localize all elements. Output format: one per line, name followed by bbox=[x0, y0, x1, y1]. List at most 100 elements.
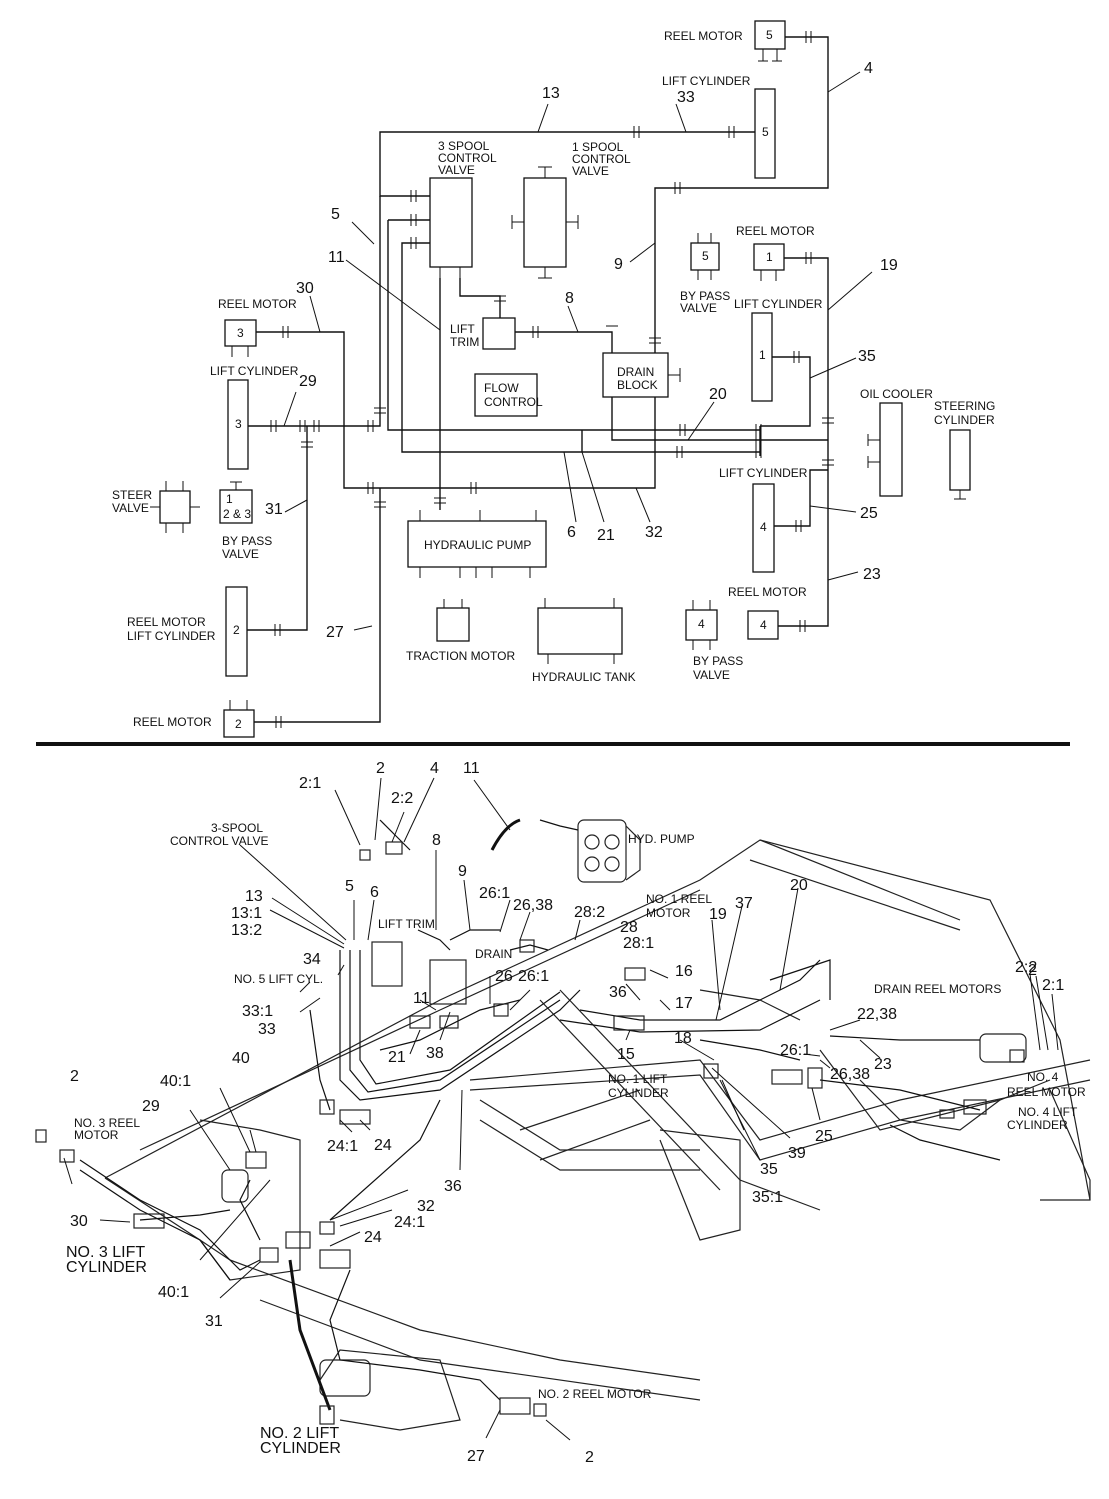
svg-text:FLOW: FLOW bbox=[484, 381, 519, 395]
svg-text:VALVE: VALVE bbox=[222, 547, 259, 561]
svg-text:32: 32 bbox=[417, 1198, 435, 1215]
svg-text:30: 30 bbox=[70, 1213, 88, 1230]
svg-text:TRACTION MOTOR: TRACTION MOTOR bbox=[406, 649, 515, 663]
svg-text:4: 4 bbox=[698, 617, 705, 631]
svg-text:MOTOR: MOTOR bbox=[646, 906, 691, 920]
svg-text:STEERING: STEERING bbox=[934, 399, 995, 413]
svg-text:25: 25 bbox=[815, 1128, 833, 1145]
svg-text:37: 37 bbox=[735, 895, 753, 912]
svg-text:15: 15 bbox=[617, 1046, 635, 1063]
hyd-pump-illustration bbox=[577, 819, 641, 883]
lift-cylinder-1: LIFT CYLINDER 1 bbox=[734, 297, 823, 402]
svg-text:21: 21 bbox=[388, 1049, 406, 1066]
svg-text:REEL MOTOR: REEL MOTOR bbox=[728, 585, 807, 599]
svg-text:1: 1 bbox=[759, 348, 766, 362]
svg-text:CYLINDER: CYLINDER bbox=[1007, 1118, 1068, 1132]
svg-text:NO. 2 REEL MOTOR: NO. 2 REEL MOTOR bbox=[538, 1387, 652, 1401]
svg-text:28: 28 bbox=[620, 919, 638, 936]
svg-text:17: 17 bbox=[675, 995, 693, 1012]
svg-text:3-SPOOL: 3-SPOOL bbox=[211, 821, 263, 835]
svg-text:MOTOR: MOTOR bbox=[74, 1128, 119, 1142]
reel-motor-4: REEL MOTOR 4 bbox=[728, 585, 807, 640]
svg-text:11: 11 bbox=[328, 249, 345, 266]
svg-text:2: 2 bbox=[1028, 962, 1037, 979]
svg-text:1: 1 bbox=[226, 492, 233, 506]
svg-text:REEL MOTOR: REEL MOTOR bbox=[736, 224, 815, 238]
reel-motor-2: REEL MOTOR 2 bbox=[133, 700, 255, 738]
svg-text:11: 11 bbox=[463, 760, 480, 777]
svg-text:VALVE: VALVE bbox=[572, 164, 609, 178]
svg-text:LIFT CYLINDER: LIFT CYLINDER bbox=[734, 297, 823, 311]
svg-text:40: 40 bbox=[232, 1050, 250, 1067]
svg-text:35: 35 bbox=[760, 1161, 778, 1178]
svg-text:BLOCK: BLOCK bbox=[617, 378, 658, 392]
schematic-diagram: REEL MOTOR 5 LIFT CYLINDER 5 3 SPOOL CON… bbox=[112, 20, 995, 738]
svg-text:4: 4 bbox=[430, 760, 439, 777]
svg-text:13:1: 13:1 bbox=[231, 905, 262, 922]
svg-text:19: 19 bbox=[880, 257, 898, 274]
schematic-leaders bbox=[283, 71, 873, 631]
svg-text:BY PASS: BY PASS bbox=[222, 534, 272, 548]
svg-text:2:1: 2:1 bbox=[1042, 977, 1064, 994]
svg-text:29: 29 bbox=[299, 373, 317, 390]
svg-text:NO. 1 LIFT: NO. 1 LIFT bbox=[608, 1072, 668, 1086]
svg-text:REEL MOTOR: REEL MOTOR bbox=[664, 29, 743, 43]
svg-text:27: 27 bbox=[467, 1448, 485, 1465]
lift-trim: LIFT TRIM bbox=[450, 317, 516, 350]
traction-motor: TRACTION MOTOR bbox=[406, 599, 515, 663]
svg-text:26,38: 26,38 bbox=[830, 1066, 870, 1083]
svg-text:22,38: 22,38 bbox=[857, 1006, 897, 1023]
svg-text:31: 31 bbox=[205, 1313, 223, 1330]
svg-text:LIFT CYLINDER: LIFT CYLINDER bbox=[210, 364, 299, 378]
svg-text:26:1: 26:1 bbox=[518, 968, 549, 985]
lift-cylinder-3: LIFT CYLINDER 3 bbox=[210, 364, 299, 470]
svg-text:26: 26 bbox=[495, 968, 513, 985]
lift-cylinder-5: LIFT CYLINDER 5 bbox=[662, 74, 776, 179]
bypass-valve-123: 1 2 & 3 BY PASS VALVE bbox=[219, 481, 272, 561]
svg-text:5: 5 bbox=[762, 125, 769, 139]
svg-text:BY PASS: BY PASS bbox=[680, 289, 730, 303]
svg-text:32: 32 bbox=[645, 524, 663, 541]
svg-text:8: 8 bbox=[432, 832, 441, 849]
svg-text:NO. 4: NO. 4 bbox=[1027, 1070, 1059, 1084]
schematic-callouts: 4 13 33 5 11 9 8 19 30 29 35 20 31 6 21 … bbox=[265, 60, 898, 641]
svg-text:DRAIN: DRAIN bbox=[617, 365, 654, 379]
svg-text:38: 38 bbox=[426, 1045, 444, 1062]
svg-text:19: 19 bbox=[709, 906, 727, 923]
svg-text:3: 3 bbox=[235, 417, 242, 431]
svg-text:33:1: 33:1 bbox=[242, 1003, 273, 1020]
svg-text:6: 6 bbox=[370, 884, 379, 901]
svg-text:REEL MOTOR: REEL MOTOR bbox=[133, 715, 212, 729]
svg-text:STEER: STEER bbox=[112, 488, 152, 502]
assembly-callouts: 2:1 2 2:2 4 11 8 9 13 13:1 13:2 5 6 26:1… bbox=[70, 760, 1064, 1466]
svg-text:NO. 5 LIFT CYL.: NO. 5 LIFT CYL. bbox=[234, 972, 323, 986]
svg-text:REEL MOTOR: REEL MOTOR bbox=[218, 297, 297, 311]
svg-text:CONTROL: CONTROL bbox=[572, 152, 631, 166]
hoses-and-tubes bbox=[79, 818, 1001, 1411]
svg-text:26:1: 26:1 bbox=[479, 885, 510, 902]
svg-text:VALVE: VALVE bbox=[112, 501, 149, 515]
svg-text:NO. 3 REEL: NO. 3 REEL bbox=[74, 1116, 140, 1130]
reel-motor-5: REEL MOTOR 5 bbox=[664, 20, 786, 62]
svg-text:REEL MOTOR: REEL MOTOR bbox=[1007, 1085, 1086, 1099]
svg-text:LIFT CYLINDER: LIFT CYLINDER bbox=[127, 629, 216, 643]
svg-text:CONTROL: CONTROL bbox=[484, 395, 543, 409]
svg-text:11: 11 bbox=[413, 990, 430, 1007]
svg-text:HYD. PUMP: HYD. PUMP bbox=[628, 832, 695, 846]
svg-text:31: 31 bbox=[265, 501, 283, 518]
assembly-illustration: 3-SPOOL CONTROL VALVE HYD. PUMP LIFT TRI… bbox=[35, 760, 1091, 1466]
svg-text:NO. 1 REEL: NO. 1 REEL bbox=[646, 892, 712, 906]
svg-text:6: 6 bbox=[567, 524, 576, 541]
svg-text:36: 36 bbox=[609, 984, 627, 1001]
svg-text:NO. 4 LIFT: NO. 4 LIFT bbox=[1018, 1105, 1078, 1119]
svg-text:5: 5 bbox=[331, 206, 340, 223]
svg-text:3: 3 bbox=[237, 326, 244, 340]
svg-text:5: 5 bbox=[345, 878, 354, 895]
svg-text:LIFT CYLINDER: LIFT CYLINDER bbox=[662, 74, 751, 88]
svg-text:2:1: 2:1 bbox=[299, 775, 321, 792]
svg-text:REEL MOTOR: REEL MOTOR bbox=[127, 615, 206, 629]
svg-text:18: 18 bbox=[674, 1030, 692, 1047]
assembly-leaders bbox=[63, 777, 1059, 1441]
svg-text:CYLINDER: CYLINDER bbox=[66, 1259, 147, 1276]
svg-text:24: 24 bbox=[364, 1229, 382, 1246]
